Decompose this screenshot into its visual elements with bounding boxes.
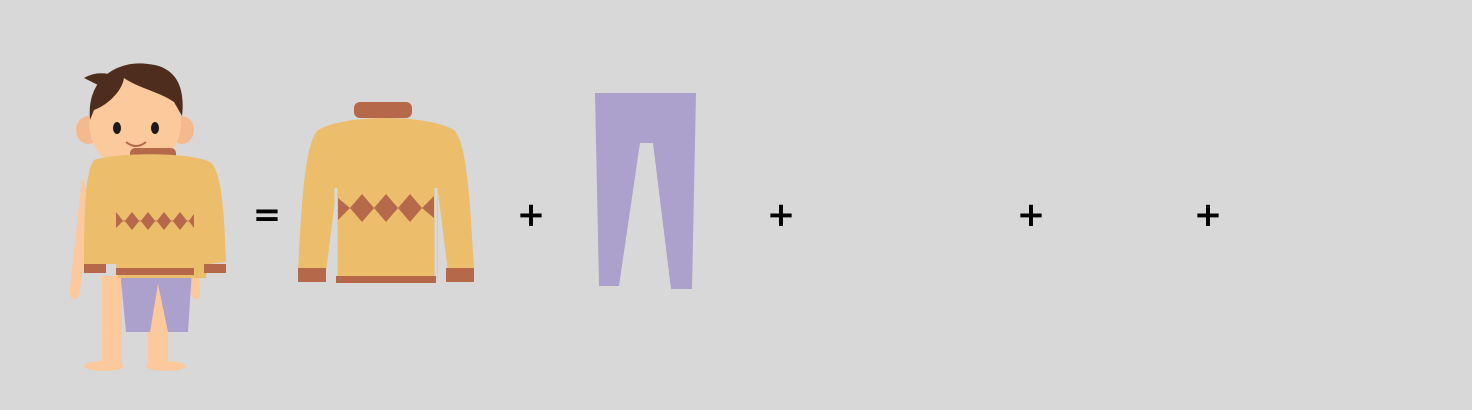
dressed-boy-icon — [60, 58, 230, 372]
equals-sign: = — [252, 195, 282, 235]
plus-sign: + — [1193, 195, 1223, 235]
empty-slot[interactable] — [1250, 90, 1430, 290]
plus-sign: + — [1016, 195, 1046, 235]
empty-slot[interactable] — [1062, 90, 1182, 290]
empty-slot[interactable] — [830, 90, 1010, 290]
pants-icon[interactable] — [595, 93, 696, 289]
plus-sign: + — [516, 195, 546, 235]
sweater-icon[interactable] — [298, 102, 474, 284]
plus-sign: + — [766, 195, 796, 235]
